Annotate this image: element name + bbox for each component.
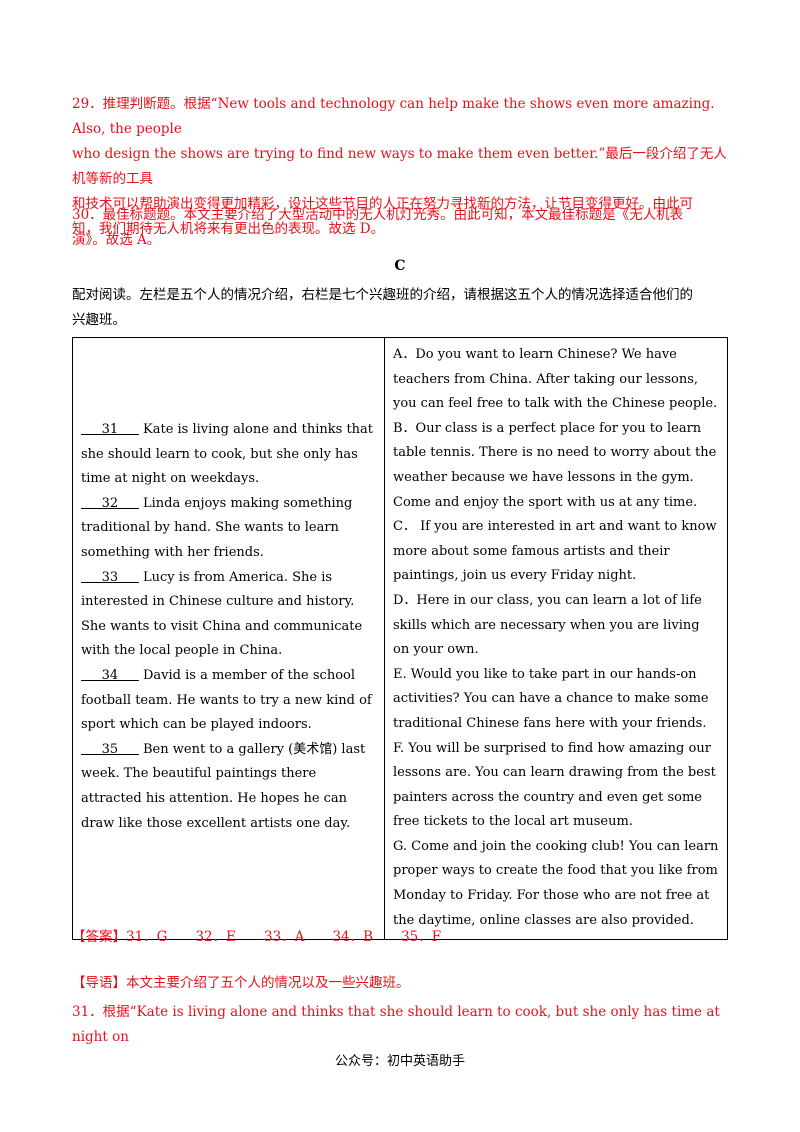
answer-33: 33．A: [264, 929, 305, 945]
blank-31[interactable]: 31: [81, 422, 139, 437]
class-e: E. Would you like to take part in our ha…: [393, 666, 709, 731]
person-33-text: Lucy is from America. She is interested …: [81, 569, 363, 659]
q29-line-3: 和技术可以帮助演出变得更加精彩，设计这些节目的人正在努力寻找新的方法，让节目变得…: [72, 196, 693, 212]
classes-column: A．Do you want to learn Chinese? We have …: [384, 336, 728, 941]
blank-33[interactable]: 33: [81, 569, 139, 585]
class-c: C． If you are interested in art and want…: [393, 519, 717, 584]
blank-35[interactable]: 35: [81, 741, 139, 757]
person-33: 33 Lucy is from America. She is interest…: [81, 566, 376, 664]
section-c-instructions: 配对阅读。左栏是五个人的情况介绍，右栏是七个兴趣班的介绍，请根据这五个人的情况选…: [72, 283, 732, 333]
instructions-line-2: 兴趣班。: [72, 312, 126, 328]
footer-account: 公众号：初中英语助手: [334, 1054, 465, 1069]
q30-explanation: 30．最佳标题题。本文主要介绍了大型活动中的无人机灯光秀。由此可知，本文最佳标题…: [72, 203, 732, 253]
class-d: D．Here in our class, you can learn a lot…: [393, 592, 702, 658]
q30-line-1: 30．最佳标题题。本文主要介绍了大型活动中的无人机灯光秀。由此可知，本文最佳标题…: [72, 207, 684, 223]
q31-explanation: 31．根据“Kate is living alone and thinks th…: [72, 1004, 720, 1045]
section-c-title: C: [394, 258, 406, 274]
blank-34[interactable]: 34: [81, 667, 139, 683]
q29-line-1: 29．推理判断题。根据“New tools and technology can…: [72, 96, 715, 137]
matching-table: 31 Kate is living alone and thinks that …: [72, 336, 728, 941]
person-32: 32 Linda enjoys making something traditi…: [81, 492, 376, 566]
guide-line: 【导语】本文主要介绍了五个人的情况以及一些兴趣班。: [72, 971, 732, 996]
q29-line-2: who design the shows are trying to find …: [72, 146, 727, 187]
answer-35: 35．F: [401, 929, 442, 945]
q29-line-4: 知，我们期待无人机将来有更出色的表现。故选 D。: [72, 221, 385, 237]
answer-label: 【答案】: [72, 929, 126, 945]
answer-32: 32．E: [195, 929, 237, 945]
guide-text: 本文主要介绍了五个人的情况以及一些兴趣班。: [126, 975, 410, 991]
class-a: A．Do you want to learn Chinese? We have …: [393, 347, 718, 412]
instructions-line-1: 配对阅读。左栏是五个人的情况介绍，右栏是七个兴趣班的介绍，请根据这五个人的情况选…: [72, 287, 693, 303]
person-31-text: Kate is living alone and thinks that she…: [81, 422, 374, 487]
person-34-text: David is a member of the school football…: [81, 667, 372, 733]
answer-line: 【答案】31．G 32．E 33．A 34．B 35．F: [72, 926, 469, 948]
q29-explanation: 29．推理判断题。根据“New tools and technology can…: [72, 92, 732, 242]
class-b: B．Our class is a perfect place for you t…: [393, 420, 717, 510]
person-32-text: Linda enjoys making something traditiona…: [81, 495, 353, 560]
person-31: 31 Kate is living alone and thinks that …: [81, 418, 376, 492]
answer-31: 31．G: [126, 929, 168, 945]
person-35-text: Ben went to a gallery (美术馆) last week. T…: [81, 741, 366, 831]
class-g: G. Come and join the cooking club! You c…: [393, 838, 719, 928]
blank-32[interactable]: 32: [81, 495, 139, 511]
guide-label: 【导语】: [72, 975, 126, 991]
people-column: 31 Kate is living alone and thinks that …: [72, 336, 385, 941]
answer-34: 34．B: [332, 929, 374, 945]
q30-line-2: 演》。故选 A。: [72, 232, 161, 248]
class-f: F. You will be surprised to find how ama…: [393, 740, 716, 830]
person-35: 35 Ben went to a gallery (美术馆) last week…: [81, 738, 376, 836]
person-34: 34 David is a member of the school footb…: [81, 664, 376, 738]
